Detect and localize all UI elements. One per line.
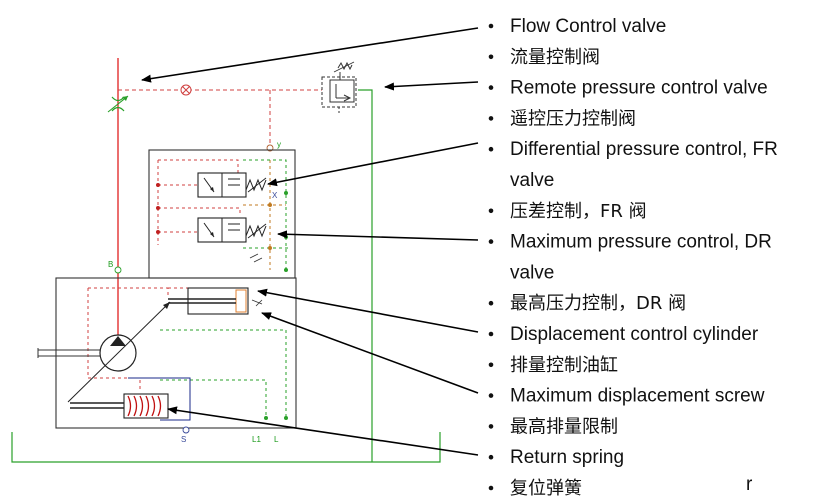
bullet-icon: [488, 116, 494, 121]
label-list: Flow Control valve 流量控制阀 Remote pressure c…: [488, 16, 778, 499]
flow-control-symbol: [107, 95, 129, 113]
schematic: y: [11, 58, 441, 463]
port-label-y: y: [277, 140, 281, 149]
bullet-icon: [488, 208, 494, 214]
label-item: Remote pressure control valve: [510, 78, 768, 99]
arrow-return-spring: [167, 406, 479, 456]
arrow-max-displacement-screw: [261, 312, 479, 394]
return-spring-coil: [127, 395, 162, 417]
label-item: 最高压力控制，DR 阀: [510, 293, 686, 314]
label-item: 最高排量限制: [510, 416, 618, 437]
arrow-flow-control: [141, 27, 479, 83]
label-item: valve: [510, 170, 554, 191]
bullet-icon: [488, 393, 494, 398]
label-item: Return spring: [510, 447, 624, 468]
label-item: Maximum displacement screw: [510, 386, 765, 407]
bullet-icon: [488, 424, 494, 429]
port-label-b: B: [108, 260, 113, 269]
bullet-icon: [488, 454, 494, 460]
label-item: 复位弹簧: [510, 478, 582, 499]
dr-valve-symbol: [197, 217, 267, 263]
control-block-housing: [148, 149, 296, 279]
bullet-icon: [488, 239, 494, 244]
bullet-icon: [488, 85, 494, 90]
leader-arrows: [141, 27, 479, 456]
label-item: Displacement control cylinder: [510, 324, 759, 345]
label-item: Flow Control valve: [510, 16, 666, 37]
port-label-l1: L1: [252, 435, 261, 444]
orifice-symbol: [180, 84, 192, 96]
stray-mark: r: [746, 474, 753, 495]
bullet-icon: [488, 485, 494, 491]
case-drain-line: [11, 432, 441, 463]
bullet-icon: [488, 300, 494, 306]
port-label-s: S: [181, 435, 186, 444]
label-item: valve: [510, 262, 554, 283]
fr-valve-symbol: X: [197, 172, 278, 200]
bullet-icon: [488, 23, 494, 29]
bullet-icon: [488, 362, 494, 368]
label-item: Differential pressure control, FR: [510, 139, 778, 160]
remote-pressure-valve: [321, 61, 357, 115]
label-item: 流量控制阀: [510, 47, 600, 68]
label-item: Maximum pressure control, DR: [510, 232, 772, 253]
port-label-l: L: [274, 435, 279, 444]
bullet-icon: [488, 146, 494, 152]
label-item: 压差控制，FR 阀: [510, 201, 647, 222]
pump-housing: [55, 277, 297, 429]
port-label-x: X: [272, 191, 278, 200]
label-item: 排量控制油缸: [510, 354, 618, 376]
bullet-icon: [488, 54, 494, 60]
label-item: 遥控压力控制阀: [510, 108, 636, 129]
spring-block: [70, 377, 191, 421]
arrow-displacement-cylinder: [257, 288, 479, 333]
arrow-fr-valve: [267, 142, 479, 187]
pump-symbol: [67, 301, 171, 403]
housing-drain-lines: [160, 329, 287, 418]
arrow-dr-valve: [277, 230, 479, 241]
drive-shaft: [37, 348, 100, 358]
remote-valve-drain-line: [358, 89, 373, 462]
bullet-icon: [488, 331, 494, 337]
arrow-remote-pressure: [384, 81, 479, 91]
displacement-cylinder: [168, 287, 263, 315]
